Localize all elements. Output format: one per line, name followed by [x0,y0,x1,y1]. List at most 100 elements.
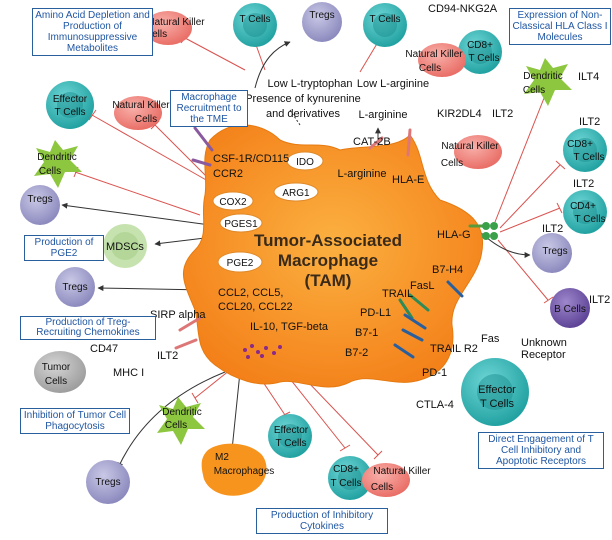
cell-tcells-top-right [363,3,407,47]
fasl-receptor [408,293,430,312]
label-il10: IL-10, TGF-beta [250,321,329,333]
cell-label-nk2-a: Natural Killer [405,49,463,60]
cell-label-dc1-b: Cells [39,166,61,177]
hlae-receptor [406,128,412,157]
tam-internal-ovals [212,151,324,273]
cell-label-tcells2: T Cells [370,14,401,25]
label-pge2: PGE2 [227,258,254,269]
b71-receptor [401,328,424,342]
label-cox2: COX2 [219,197,247,208]
cell-bcells [550,288,590,328]
cell-label-dc3-a: Dendritic [162,407,201,418]
pges1-oval [219,213,263,233]
cell-tregs-right [532,233,572,273]
metabolite-tryptophan: Low L-tryptophan [268,78,353,90]
cell-tregs-mid-left [55,267,95,307]
cell-label-bcells: B Cells [554,304,586,315]
label-fas: Fas [481,333,500,345]
cell-label-cd8a-a: CD8+ [467,40,493,51]
cell-label-cd8b-b: T Cells [574,152,605,163]
cell-cd8-top [458,30,502,74]
label-ilt2-d: ILT2 [542,223,563,235]
b7h4-receptor [446,280,464,298]
label-ccr2: CCR2 [213,168,243,180]
cell-label-tregs2: Tregs [27,194,52,205]
cell-label-nk4-b: Cells [441,158,463,169]
label-cat2b: CAT-2B [353,136,391,148]
cell-dc-left [34,140,82,188]
label-b72: B7-2 [345,347,368,359]
cell-label-eff3-a: Effector [274,425,309,436]
cell-label-cd8a-b: T Cells [469,53,500,64]
cell-label-dc3-b: Cells [165,420,187,431]
cell-label-tregs5: Tregs [95,477,120,488]
tam-receptors [174,126,490,359]
cell-label-m2-a: M2 [215,452,229,463]
cell-label-dc2-a: Dendritic [523,71,562,82]
label-chemo2: CCL20, CCL22 [218,301,293,313]
label-arg1: ARG1 [282,188,310,199]
box-macrophage-recruitment: Macrophage Recruitment to the TME [170,90,248,127]
metabolite-kynurenine: Presence of kynurenine [245,93,361,105]
metabolite-larginine: L-arginine [338,168,387,180]
cell-nk-top-right [418,43,466,77]
cell-dc-bottom [157,397,205,445]
box-nonclassical-hla: Expression of Non-Classical HLA Class I … [509,8,611,45]
cell-cd4-right [563,190,607,234]
cell-label-cd8b-a: CD8+ [567,139,593,150]
box-pge2-production: Production of PGE2 [24,235,104,261]
label-csf1r: CSF-1R/CD115 [213,153,289,165]
cell-label-tregs1: Tregs [309,10,334,21]
cell-tregs-top [302,2,342,42]
pdl1-receptor [403,313,427,330]
cell-tregs-bottom [86,460,130,504]
label-mdscs: MDSCs [106,241,144,253]
label-ilt2-c: ILT2 [573,178,594,190]
cell-tcells-top-left [233,3,277,47]
metabolite-derivatives: and derivatives [266,108,340,120]
label-ilt2-b: ILT2 [579,116,600,128]
csf1r-receptor [193,126,214,152]
label-hlae: HLA-E [392,174,424,186]
cell-label-eff1-b: T Cells [55,107,86,118]
ccr2-receptor [191,158,212,167]
cell-label-nk3-a: Natural Killer [112,100,170,111]
box-phagocytosis: Inhibition of Tumor Cell Phagocytosis [20,408,130,434]
label-b71: B7-1 [355,327,378,339]
cell-label-nk5-b: Cells [371,482,393,493]
cell-nk-bottom [362,463,410,497]
tam-title-line1: Tumor-Associated [254,231,402,250]
cell-label-cd8c-b: T Cells [331,478,362,489]
cell-label-eff3-b: T Cells [276,438,307,449]
cell-label-dc2-b: Cells [523,85,545,96]
ido-oval [286,151,324,171]
cell-label-nk4-a: Natural Killer [441,141,499,152]
label-unknown2: Receptor [521,349,566,361]
cell-label-tumor-a: Tumor [42,362,71,373]
cell-label-cd8c-a: CD8+ [333,464,359,475]
b72-receptor [393,343,415,359]
cell-mdscs [103,224,147,268]
hlag-cluster [482,222,498,240]
cell-tregs-left [20,185,60,225]
label-kir: KIR2DL4 [437,108,482,120]
metabolite-larginine-top: L-arginine [359,109,408,121]
sirp-receptor [178,316,202,332]
cell-effector-bottom [268,414,312,458]
cell-label-tumor-b: Cells [45,376,67,387]
cell-label-nk1-a: Natural Killer [147,17,205,28]
cell-label-cd4-b: T Cells [575,214,606,225]
tam-cell-body [182,124,484,388]
cells [20,2,607,504]
cell-label-eff1-a: Effector [53,94,88,105]
label-pges1: PGES1 [224,219,258,230]
metabolite-low-arginine: Low L-arginine [357,78,429,90]
label-ctla4: CTLA-4 [416,399,454,411]
label-ido: IDO [296,157,314,168]
label-mhc: MHC I [113,367,144,379]
label-ilt2-f: ILT2 [157,350,178,362]
cell-cd8-bottom [328,456,372,500]
cell-label-m2-b: Macrophages [214,466,275,477]
label-cd47: CD47 [90,343,118,355]
label-trailr2: TRAIL R2 [430,343,478,355]
